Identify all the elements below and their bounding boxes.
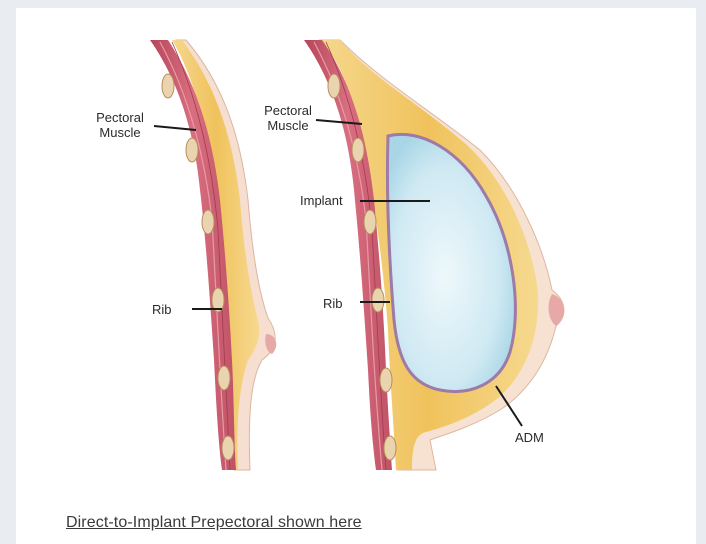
right-rib xyxy=(328,74,340,98)
right-rib xyxy=(384,436,396,460)
left-rib xyxy=(186,138,198,162)
right-rib xyxy=(352,138,364,162)
left-rib xyxy=(218,366,230,390)
left-pectoral-muscle-label: Pectoral Muscle xyxy=(84,110,156,140)
right-rib xyxy=(380,368,392,392)
right-diagram xyxy=(304,40,564,470)
left-rib xyxy=(222,436,234,460)
left-rib xyxy=(162,74,174,98)
figure-caption[interactable]: Direct-to-Implant Prepectoral shown here xyxy=(66,514,362,532)
right-rib-label: Rib xyxy=(323,296,343,311)
implant-label: Implant xyxy=(300,193,343,208)
adm-label: ADM xyxy=(515,430,544,445)
right-rib xyxy=(364,210,376,234)
left-rib xyxy=(202,210,214,234)
right-pectoral-muscle-label: Pectoral Muscle xyxy=(252,103,324,133)
right-rib xyxy=(372,288,384,312)
left-rib-label: Rib xyxy=(152,302,172,317)
